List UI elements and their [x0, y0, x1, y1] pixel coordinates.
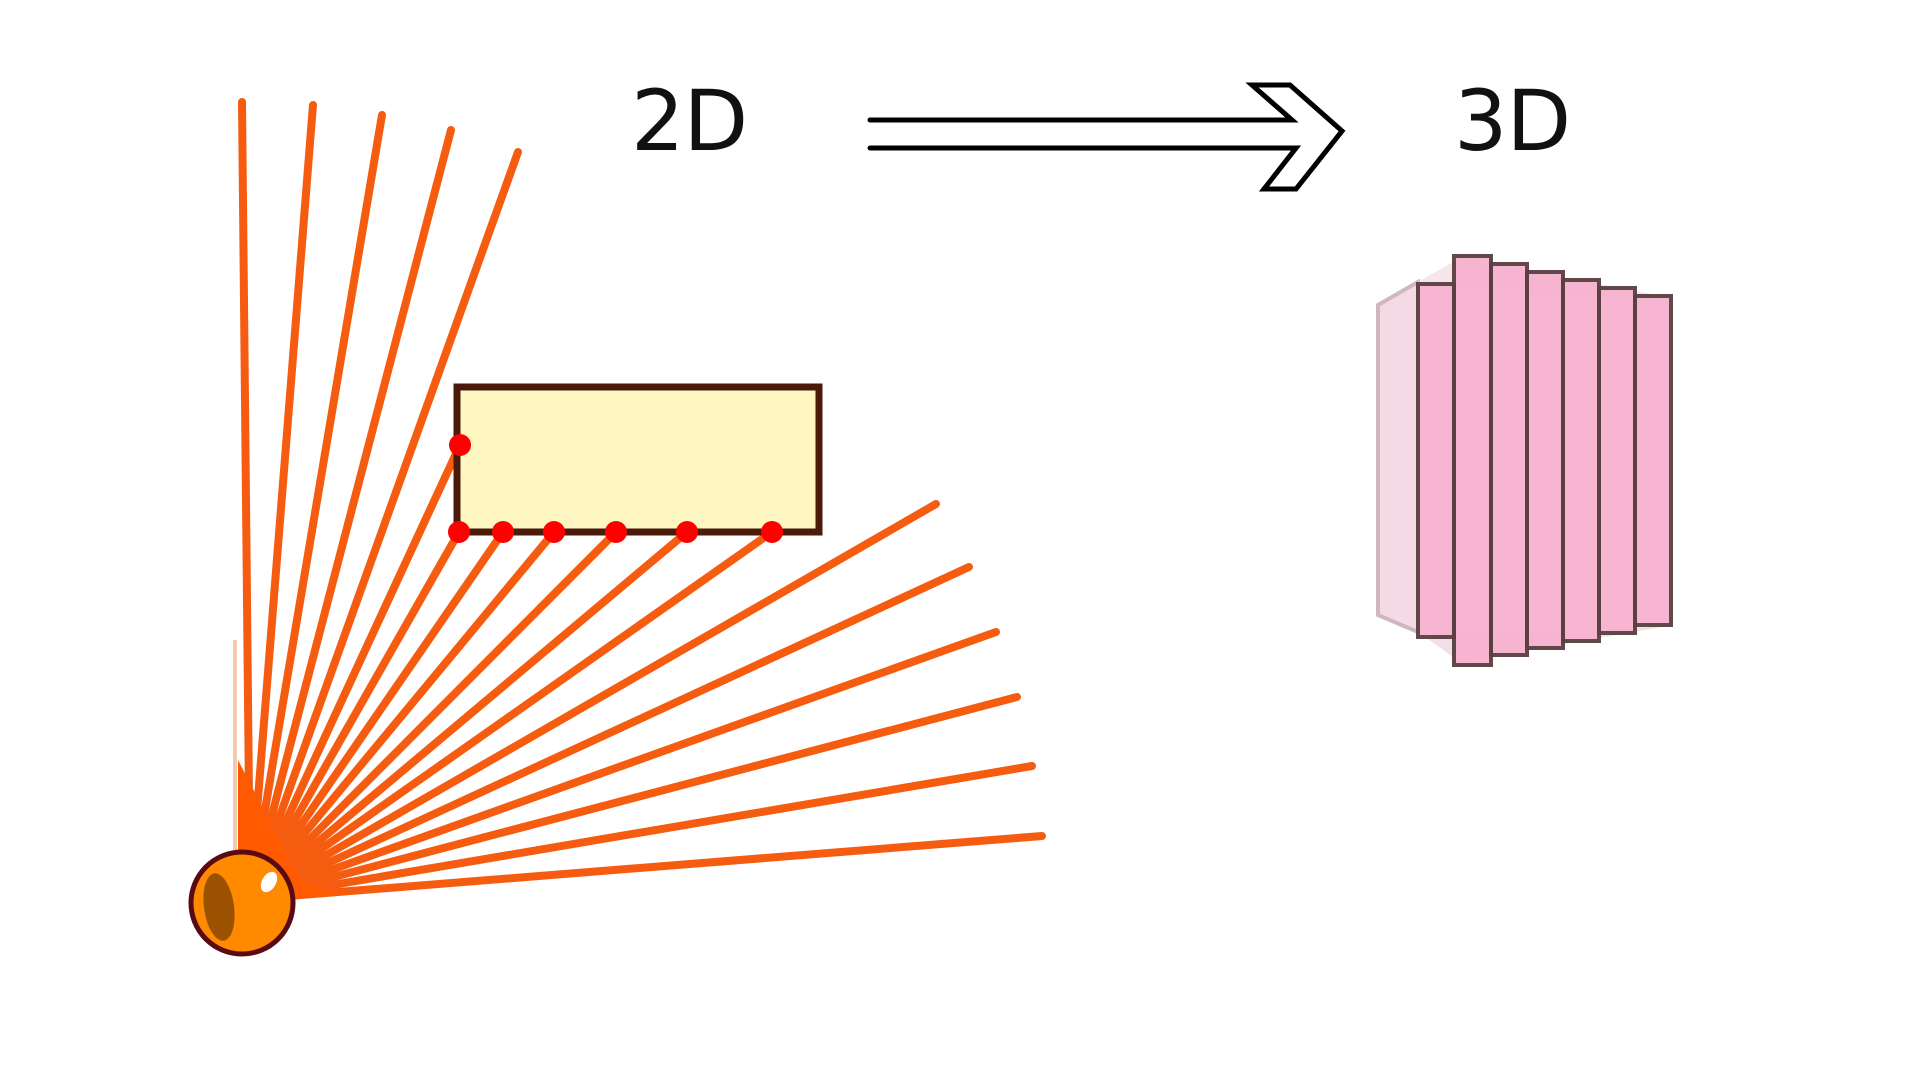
slice-stack-backface [1376, 278, 1420, 636]
ray-line [246, 528, 620, 903]
ray-line [246, 762, 1036, 903]
slice-rect [1452, 254, 1493, 667]
hit-point [605, 521, 627, 543]
sensor-orb-icon [188, 849, 296, 957]
slice-rect [1525, 270, 1565, 650]
hit-point [761, 521, 783, 543]
ray-line [246, 528, 776, 903]
ray-line [246, 528, 463, 903]
ray-line [246, 563, 973, 903]
ray-line [246, 832, 1046, 903]
double-arrow-right-icon [867, 82, 1346, 192]
ray-line [246, 101, 317, 903]
hit-point [448, 521, 470, 543]
slice-rect [1489, 262, 1529, 657]
ray-line [246, 441, 464, 903]
label-3d: 3D [1454, 72, 1570, 170]
ray-line [246, 500, 940, 903]
ray-line [246, 528, 691, 903]
hit-point [492, 521, 514, 543]
ray-line [246, 528, 507, 903]
label-2d: 2D [631, 72, 747, 170]
ray-line [246, 111, 386, 903]
ray-line [246, 126, 455, 903]
ray-line [246, 693, 1021, 903]
slice-rect [1416, 282, 1456, 639]
hit-points [448, 434, 783, 543]
hit-point [676, 521, 698, 543]
slice-rect [1633, 294, 1673, 627]
ray-fan [238, 98, 1046, 903]
slice-rect [1597, 286, 1637, 635]
ray-line [246, 528, 558, 903]
ray-line [246, 148, 522, 903]
ray-line [246, 628, 1000, 903]
ray-line [238, 98, 254, 903]
hit-point [543, 521, 565, 543]
scanned-object [453, 383, 823, 536]
slice-rect [1561, 278, 1601, 643]
hit-point [449, 434, 471, 456]
slice-stack-3d [1376, 254, 1673, 667]
